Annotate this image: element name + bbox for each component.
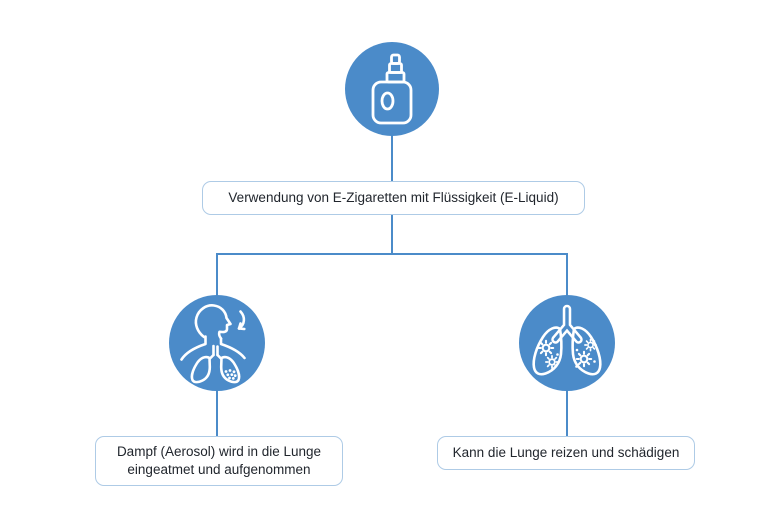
connector-branch-horizontal <box>216 253 568 255</box>
person-inhaling-icon <box>180 304 246 384</box>
root-node-label-box: Verwendung von E-Zigaretten mit Flüssigk… <box>202 181 585 215</box>
connector-left-node-to-label <box>216 390 218 436</box>
root-node-circle <box>345 42 439 136</box>
connector-label-to-branch <box>391 215 393 255</box>
branch-right-node-circle <box>519 295 615 391</box>
branch-left-label-box: Dampf (Aerosol) wird in die Lunge eingea… <box>95 436 343 486</box>
connector-branch-right-drop <box>566 253 568 297</box>
e-cigarette-icon <box>371 53 413 125</box>
lungs-germs-icon <box>532 304 602 376</box>
branch-right-label-box: Kann die Lunge reizen und schädigen <box>437 436 695 470</box>
connector-branch-left-drop <box>216 253 218 297</box>
branch-left-node-circle <box>169 295 265 391</box>
branch-left-label: Dampf (Aerosol) wird in die Lunge eingea… <box>116 443 322 477</box>
root-node-label: Verwendung von E-Zigaretten mit Flüssigk… <box>228 189 559 205</box>
branch-right-label: Kann die Lunge reizen und schädigen <box>452 444 680 460</box>
connector-right-node-to-label <box>566 390 568 436</box>
connector-root-to-label <box>391 135 393 181</box>
